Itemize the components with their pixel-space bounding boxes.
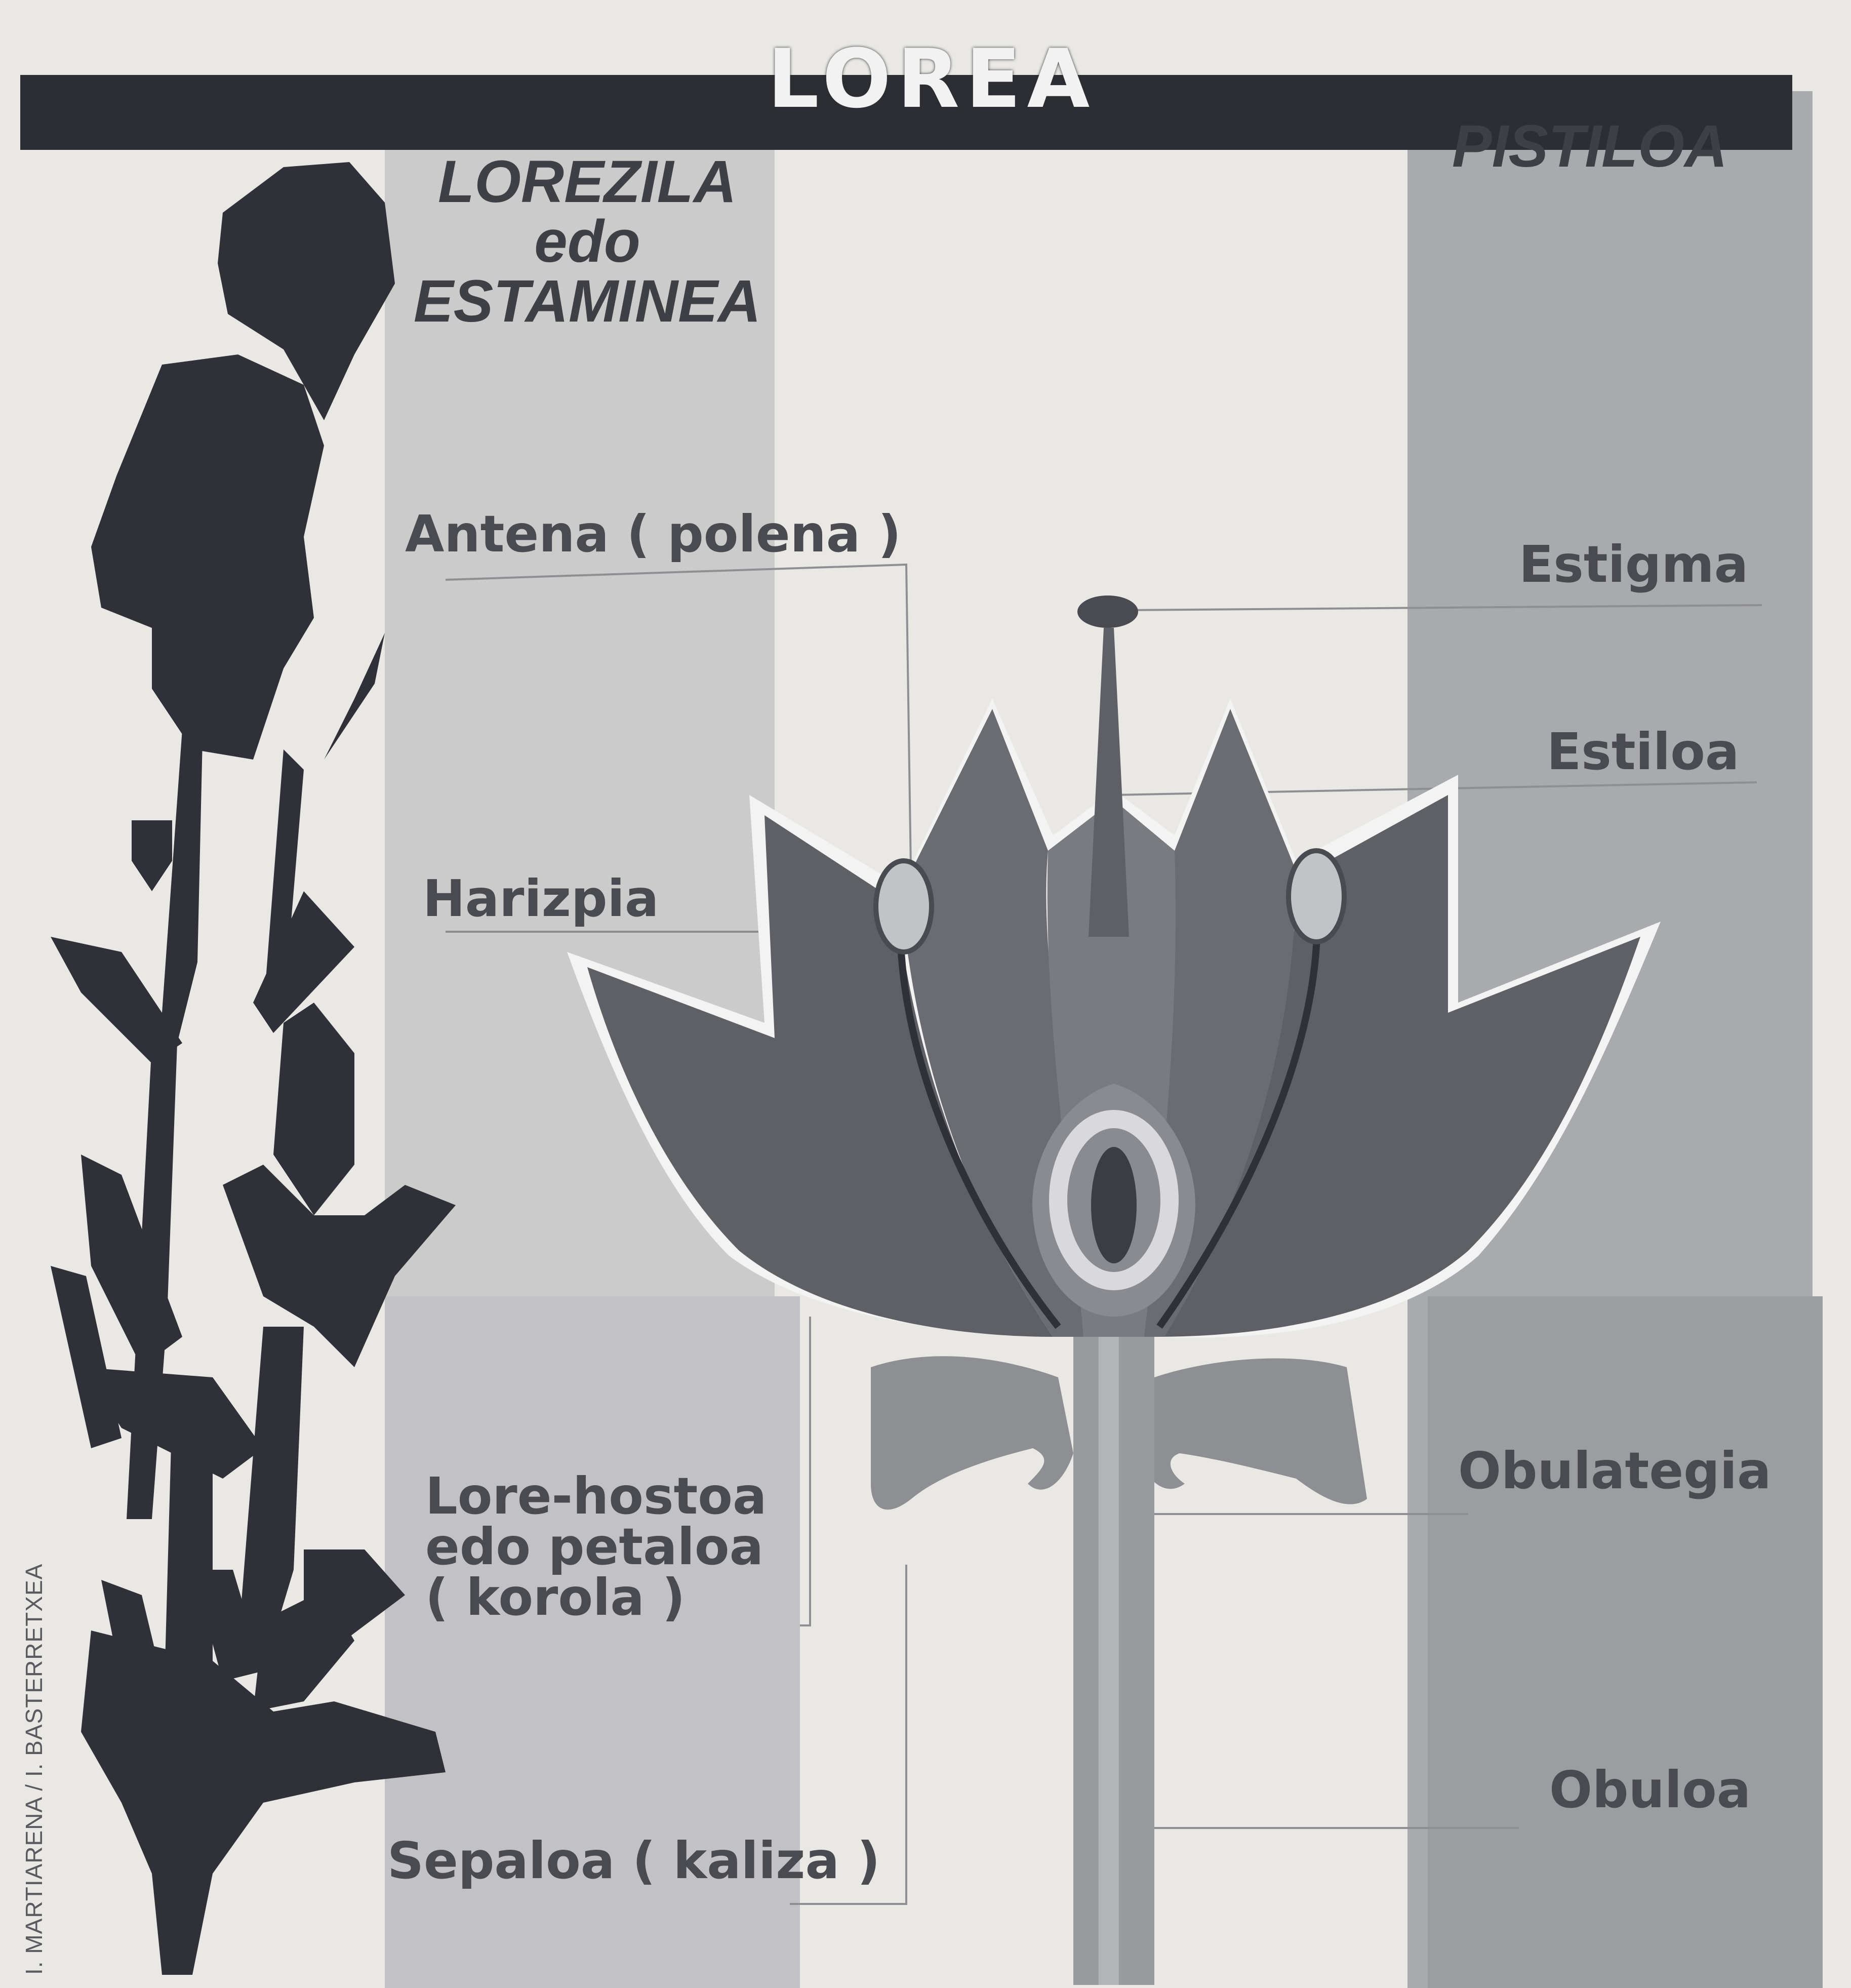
label-petal-line1: Lore-hostoa — [425, 1471, 767, 1522]
stamen-heading-line3: ESTAMINEA — [395, 271, 780, 331]
label-antena: Antena ( polena ) — [405, 506, 901, 562]
pistil-band-lower — [1428, 1296, 1823, 1988]
stamen-heading-line1: LOREZILA — [395, 152, 780, 212]
label-sepaloa: Sepaloa ( kaliza ) — [387, 1833, 880, 1889]
label-harizpia: Harizpia — [423, 871, 659, 927]
artist-credit: I. MARTIARENA / I. BASTERRETXEA — [20, 1564, 48, 1975]
diagram-title: LOREA — [729, 38, 1134, 120]
stamen-heading: LOREZILA edo ESTAMINEA — [395, 152, 780, 331]
label-petal-line3: ( korola ) — [425, 1572, 767, 1623]
leader-lore — [800, 1317, 810, 1625]
stamen-heading-line2: edo — [395, 212, 780, 271]
label-petal: Lore-hostoa edo petaloa ( korola ) — [425, 1471, 767, 1623]
anther-left — [876, 861, 932, 952]
label-obulategia: Obulategia — [1458, 1443, 1772, 1499]
label-estigma: Estigma — [1519, 537, 1748, 592]
stigma — [1077, 595, 1138, 628]
label-estiloa: Estiloa — [1547, 724, 1739, 780]
style — [1089, 628, 1129, 937]
anther-right — [1289, 851, 1344, 942]
ovule — [1091, 1147, 1137, 1263]
stem-highlight — [1099, 1296, 1119, 1985]
pistil-heading: PISTILOA — [1428, 116, 1752, 176]
label-obuloa: Obuloa — [1549, 1762, 1751, 1818]
label-petal-line2: edo petaloa — [425, 1522, 767, 1572]
